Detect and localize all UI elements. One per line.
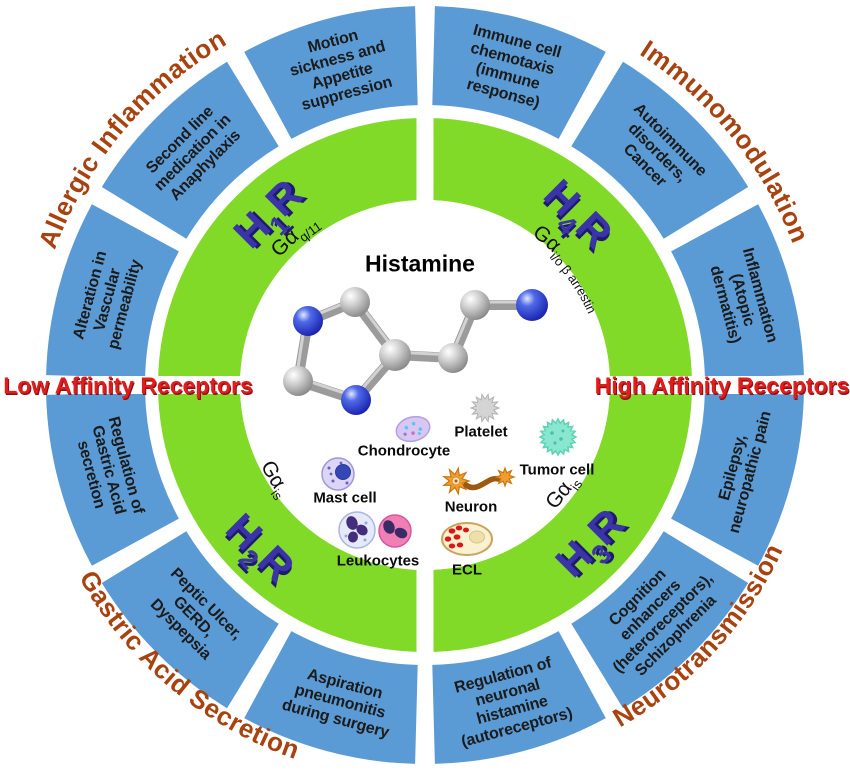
mast-cell-icon xyxy=(321,457,355,491)
nitrogen-atom xyxy=(341,385,371,415)
cell-label-neuron: Neuron xyxy=(444,498,498,516)
carbon-atom xyxy=(460,290,490,320)
segment-shape-immune-chemotaxis xyxy=(432,6,606,139)
cell-label-mast-cell: Mast cell xyxy=(313,489,377,507)
cell-label-platelet: Platelet xyxy=(454,423,508,441)
chondrocyte-icon xyxy=(395,415,431,443)
segment-shape-epilepsy xyxy=(671,392,804,566)
tumor-cell-icon xyxy=(538,417,578,457)
label-high-affinity-receptors: High Affinity Receptors xyxy=(594,372,850,399)
segment-shape-peptic-ulcer xyxy=(101,531,279,709)
segment-shape-gastric-secretion xyxy=(46,392,179,566)
cell-label-chondrocyte: Chondrocyte xyxy=(357,442,451,460)
nitrogen-atom xyxy=(293,306,323,336)
segment-shape-vascular-permeability xyxy=(46,204,179,378)
cell-label-ecl: ECL xyxy=(452,561,482,579)
segment-shape-neuronal-histamine xyxy=(432,631,606,764)
cell-label-tumor-cell: Tumor cell xyxy=(519,461,595,479)
segment-shape-cognition xyxy=(571,531,749,709)
ecl-icon xyxy=(441,522,493,556)
carbon-atom xyxy=(340,287,370,317)
segment-shape-second-line xyxy=(101,61,279,239)
neuron-icon xyxy=(441,466,516,496)
carbon-atom xyxy=(438,343,468,373)
segment-shape-motion-sickness xyxy=(244,6,418,139)
nitrogen-atom xyxy=(516,289,548,321)
cell-icons xyxy=(321,393,578,556)
segment-shape-aspiration xyxy=(244,631,418,764)
histamine-molecule xyxy=(283,287,548,415)
leukocytes-icon xyxy=(338,511,412,549)
segment-shape-inflammation xyxy=(671,204,804,378)
bottom-divider-slit xyxy=(416,556,434,664)
carbon-atom xyxy=(379,339,411,371)
platelet-icon xyxy=(469,393,501,423)
carbon-atom xyxy=(283,366,313,396)
center-title-histamine: Histamine xyxy=(365,250,475,277)
top-divider-slit xyxy=(416,106,434,214)
cell-label-leukocytes: Leukocytes xyxy=(336,552,420,570)
segment-shape-autoimmune xyxy=(571,61,749,239)
label-low-affinity-receptors: Low Affinity Receptors xyxy=(3,372,253,399)
blue-ring-segments xyxy=(46,6,804,764)
